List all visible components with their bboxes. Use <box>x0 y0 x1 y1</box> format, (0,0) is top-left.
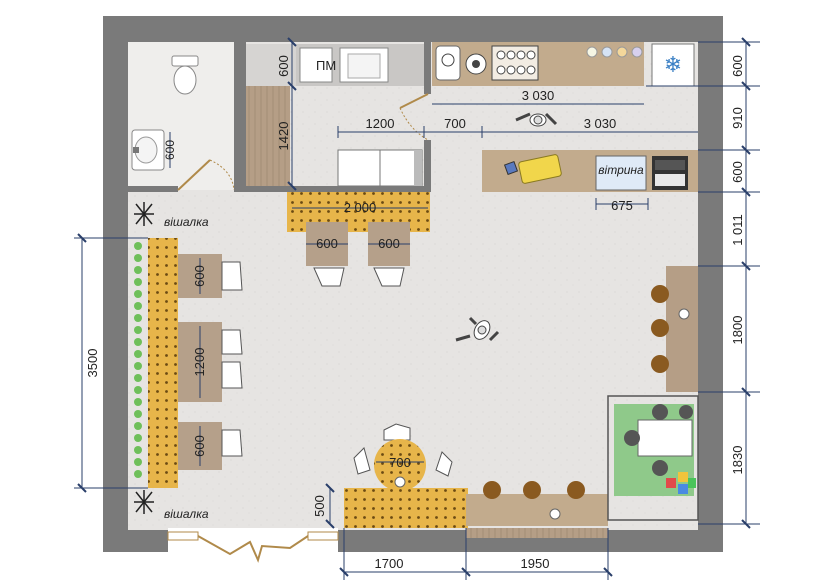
kids-zone-outline <box>607 395 699 521</box>
toilet-icon <box>171 55 199 95</box>
tray-yellow <box>503 154 562 184</box>
dim-tbl-a: 600 <box>192 265 207 287</box>
grinder <box>465 53 487 75</box>
dim-vitryna-675: 675 <box>611 198 633 213</box>
bottom-bench-left <box>344 488 468 528</box>
dim-aisle-1200: 1200 <box>366 116 395 131</box>
entrance-door-swing <box>197 535 309 563</box>
dim-bench-500: 500 <box>312 495 327 517</box>
person-icon-center <box>455 316 500 342</box>
dim-tbl-c: 600 <box>192 435 207 457</box>
dim-kitchen-600: 600 <box>276 55 291 77</box>
snowflake-icon: ❄ <box>664 52 682 77</box>
dim-right-600a: 600 <box>730 55 745 77</box>
plant-leaf <box>134 446 142 454</box>
dim-counter-mid: 3 030 <box>584 116 617 131</box>
dim-bottom-1700: 1700 <box>375 556 404 571</box>
dim-tbl-b: 1200 <box>192 348 207 377</box>
dim-wc-600: 600 <box>163 140 177 160</box>
cups <box>586 46 643 58</box>
plant-leaf <box>134 254 142 262</box>
hanger-icon-bottom <box>134 490 154 514</box>
wc-wall-bottom <box>128 186 178 192</box>
kitchen-wall-right <box>424 42 431 94</box>
dim-kitchen-1420: 1420 <box>276 122 291 151</box>
dim-counter-top: 3 030 <box>522 88 555 103</box>
right-stools <box>651 285 690 373</box>
hanger-label-top: вішалка <box>164 215 209 229</box>
dim-stool-2: 600 <box>378 236 400 251</box>
wc-wall-right <box>234 42 240 192</box>
plant-leaf <box>134 422 142 430</box>
plant-leaf <box>134 338 142 346</box>
dimensions-bottom <box>339 528 613 580</box>
coffee-machine <box>435 45 461 81</box>
dimensions-right <box>646 37 760 529</box>
dim-left-3500: 3500 <box>85 349 100 378</box>
dim-door-700: 700 <box>444 116 466 131</box>
dim-right-910: 910 <box>730 107 745 129</box>
dim-bar-2000: 2 000 <box>344 200 377 215</box>
plant-leaf <box>134 374 142 382</box>
sink-icon <box>131 129 165 171</box>
person-icon <box>515 112 558 127</box>
plant-leaf <box>134 458 142 466</box>
plant-leaf <box>134 362 142 370</box>
plant-leaf <box>134 314 142 322</box>
plant-leaf <box>134 350 142 358</box>
dim-right-1800: 1800 <box>730 316 745 345</box>
hanger-label-bottom: вішалка <box>164 507 209 521</box>
plant-leaf <box>134 410 142 418</box>
dim-right-600b: 600 <box>730 161 745 183</box>
plant-leaf <box>134 290 142 298</box>
plant-icon <box>134 242 142 478</box>
plant-leaf <box>134 326 142 334</box>
right-bench <box>666 266 698 392</box>
dishwasher-box <box>299 47 333 83</box>
wood-shelf <box>246 86 290 186</box>
dim-bottom-1950: 1950 <box>521 556 550 571</box>
pastry-tray <box>491 45 539 81</box>
wc-door-swing <box>177 159 211 191</box>
left-bench <box>148 238 178 488</box>
pos-terminal <box>652 156 688 190</box>
toy-blocks <box>666 472 696 494</box>
dim-right-1830: 1830 <box>730 446 745 475</box>
kitchen-wall-left <box>240 42 246 192</box>
plant-leaf <box>134 302 142 310</box>
kitchen-door-swing <box>399 93 429 109</box>
pm-label: ПМ <box>316 58 336 73</box>
dim-round-700: 700 <box>389 455 411 470</box>
plant-leaf <box>134 470 142 478</box>
round-table <box>353 423 453 491</box>
dim-right-1011: 1 011 <box>730 214 745 246</box>
plant-leaf <box>134 242 142 250</box>
plant-leaf <box>134 398 142 406</box>
bottom-stools <box>483 481 585 520</box>
dimension-left <box>74 233 148 493</box>
plant-leaf <box>134 434 142 442</box>
bottom-shelf <box>466 528 608 538</box>
plant-leaf <box>134 386 142 394</box>
dim-stool-1: 600 <box>316 236 338 251</box>
plant-leaf <box>134 266 142 274</box>
hanger-icon <box>134 202 154 226</box>
freezer: ❄ <box>651 43 695 87</box>
vitryna-label: вітрина <box>598 163 644 177</box>
display-case: вітрина <box>595 155 647 191</box>
kids-table <box>624 404 693 476</box>
kitchen-wall-bottom <box>240 186 430 192</box>
bottom-counter <box>466 494 608 526</box>
plant-leaf <box>134 278 142 286</box>
